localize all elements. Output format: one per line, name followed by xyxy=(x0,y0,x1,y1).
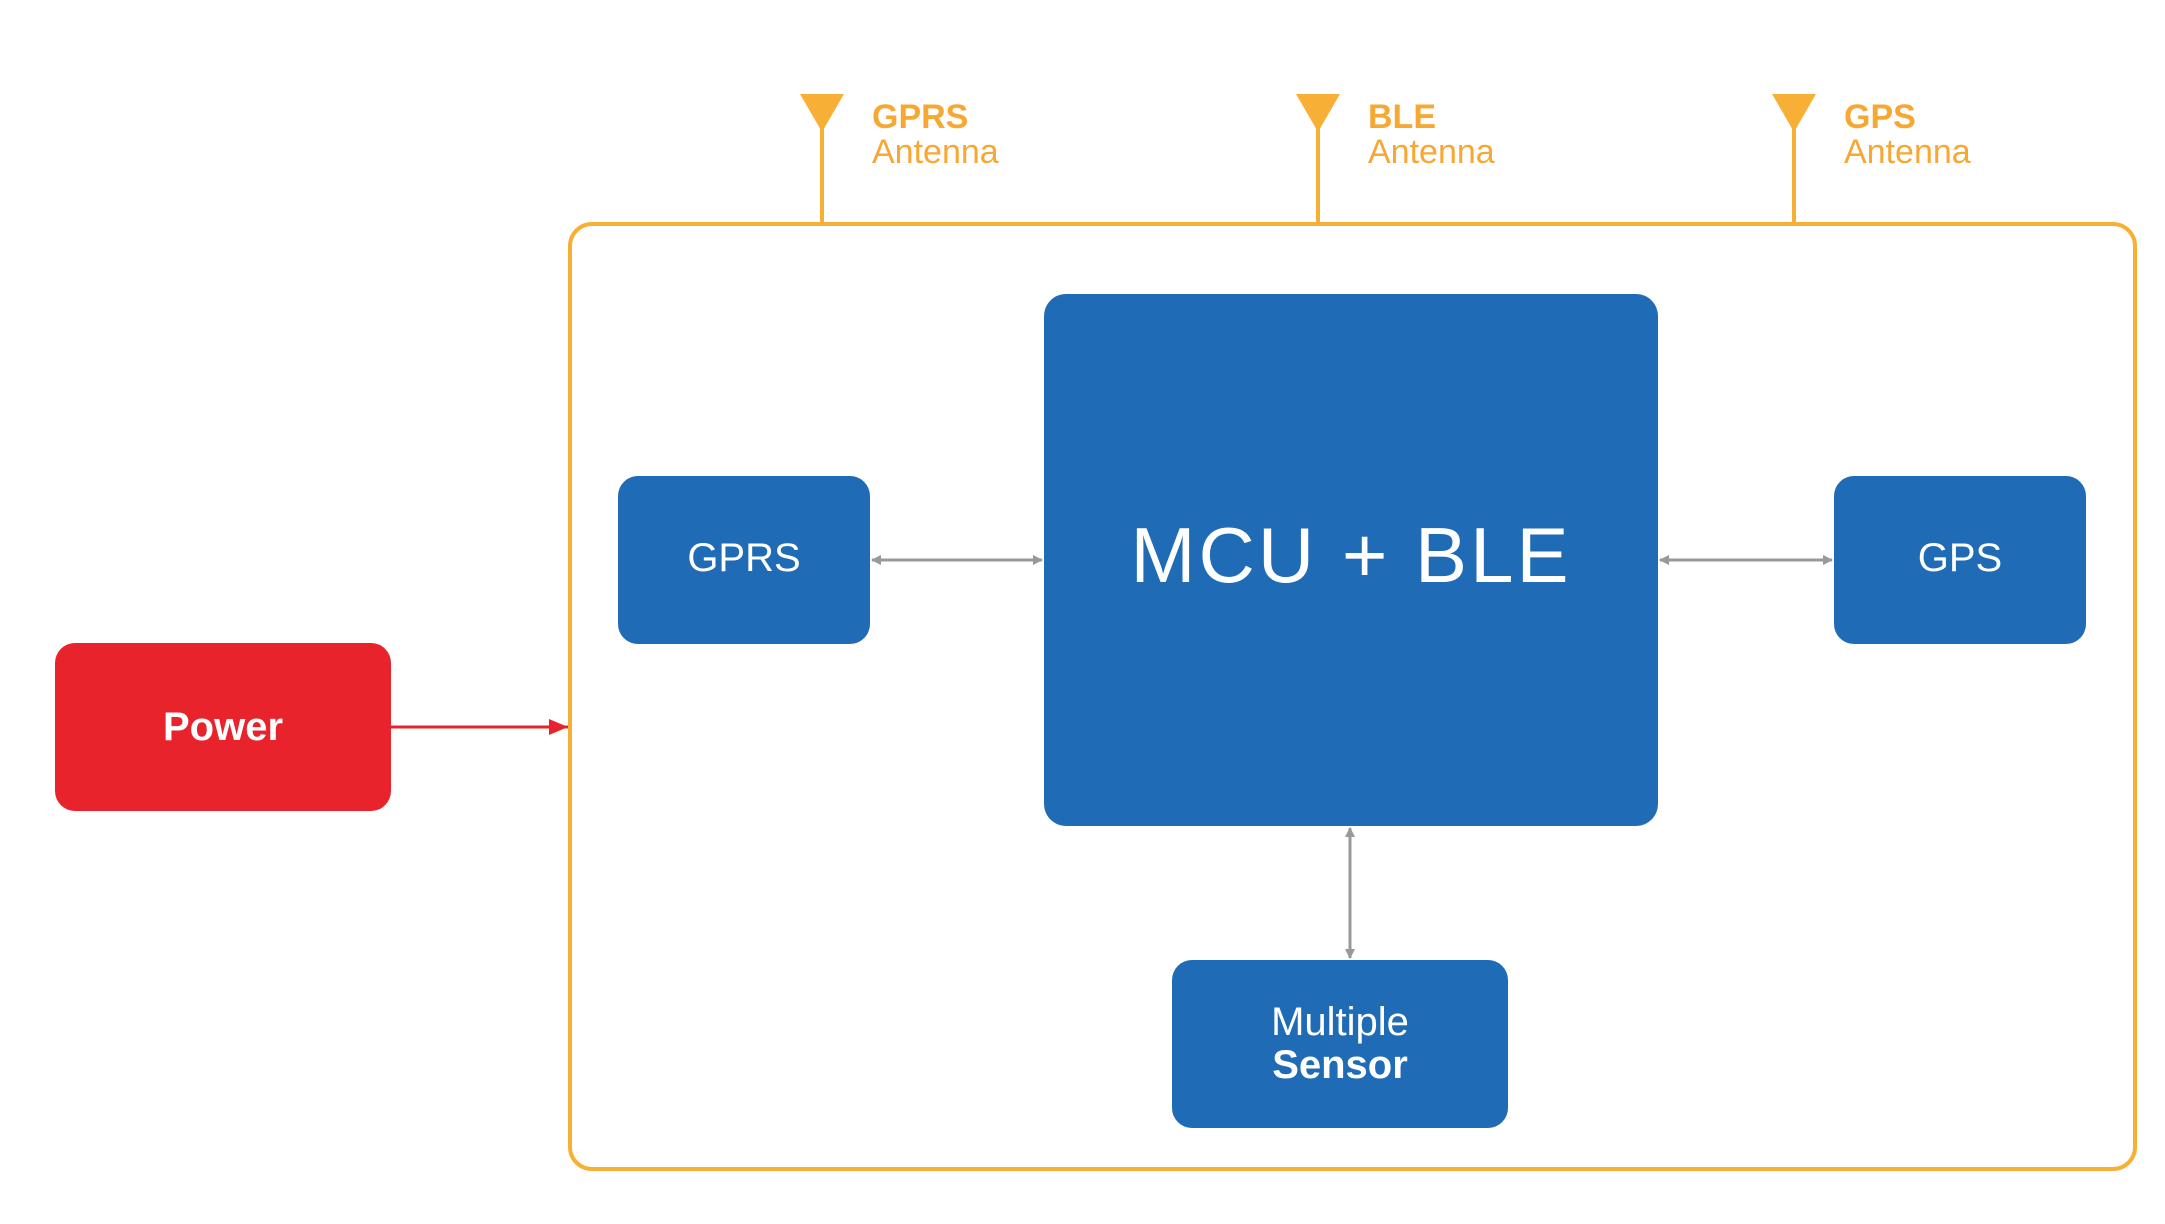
antenna-label-name: GPS xyxy=(1844,98,1916,136)
antenna-icon xyxy=(1296,94,1340,132)
mcu-ble-block: MCU + BLE xyxy=(1044,294,1658,826)
antenna-label-name: GPRS xyxy=(872,98,968,136)
antenna-gps: GPS Antenna xyxy=(1772,94,1971,224)
antenna-gprs: GPRS Antenna xyxy=(800,94,999,224)
antenna-label-name: BLE xyxy=(1368,98,1436,136)
power-label: Power xyxy=(163,705,283,749)
device-enclosure xyxy=(568,222,2137,1171)
mcu-ble-label: MCU + BLE xyxy=(1131,511,1572,599)
antenna-icon xyxy=(800,94,844,132)
antenna-label-sub: Antenna xyxy=(872,133,999,171)
sensor-label-line2: Sensor xyxy=(1272,1043,1408,1087)
gprs-label: GPRS xyxy=(687,536,800,580)
power-block: Power xyxy=(55,643,391,811)
antenna-ble: BLE Antenna xyxy=(1296,94,1495,224)
gprs-block: GPRS xyxy=(618,476,870,644)
gps-label: GPS xyxy=(1918,536,2002,580)
sensor-label-line1: Multiple xyxy=(1271,1000,1409,1044)
gps-block: GPS xyxy=(1834,476,2086,644)
multiple-sensor-block: Multiple Sensor xyxy=(1172,960,1508,1128)
antenna-icon xyxy=(1772,94,1816,132)
antenna-label-sub: Antenna xyxy=(1368,133,1495,171)
antenna-label-sub: Antenna xyxy=(1844,133,1971,171)
